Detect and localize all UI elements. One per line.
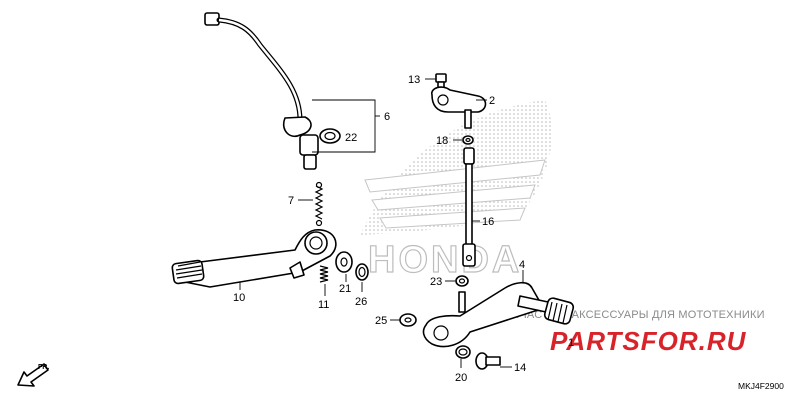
nut-18: 18 bbox=[436, 135, 474, 147]
gearshift-arm-2: 2 bbox=[431, 86, 495, 129]
callout-6: 6 bbox=[384, 111, 390, 123]
callout-2: 2 bbox=[489, 95, 495, 107]
watermark-logo: PARTSFOR.RU bbox=[550, 326, 747, 356]
callout-4: 4 bbox=[519, 259, 525, 271]
watermark: ЗАПЧАСТИ И АКСЕССУАРЫ ДЛЯ МОТОТЕХНИКИ PA… bbox=[497, 309, 764, 356]
clip-22: 22 bbox=[319, 128, 357, 144]
front-direction-label: FR. bbox=[38, 364, 49, 371]
gear-position-switch: 6 bbox=[204, 12, 390, 170]
washer-21: 21 bbox=[335, 251, 353, 295]
snap-ring-26: 26 bbox=[355, 263, 369, 308]
callout-7: 7 bbox=[288, 195, 294, 207]
callout-18: 18 bbox=[436, 135, 448, 147]
rubber-1: 1 bbox=[543, 297, 574, 349]
washer-25: 25 bbox=[375, 313, 417, 327]
callout-14: 14 bbox=[514, 362, 526, 374]
nut-23: 23 bbox=[430, 275, 469, 288]
gearshift-pedal-4: 4 bbox=[422, 259, 549, 348]
callout-23: 23 bbox=[430, 276, 442, 288]
callout-13: 13 bbox=[408, 74, 420, 86]
callout-21: 21 bbox=[339, 283, 351, 295]
shift-rod-16: 16 bbox=[462, 147, 494, 267]
callout-10: 10 bbox=[233, 292, 245, 304]
callout-11: 11 bbox=[318, 299, 329, 311]
callout-16: 16 bbox=[482, 216, 494, 228]
callout-26: 26 bbox=[355, 296, 367, 308]
spring-7: 7 bbox=[288, 181, 324, 227]
snap-ring-20: 20 bbox=[455, 345, 471, 384]
spring-11: 11 bbox=[318, 265, 329, 311]
callout-22: 22 bbox=[345, 132, 357, 144]
callout-25: 25 bbox=[375, 315, 387, 327]
honda-wing-logo: HONDA bbox=[360, 100, 552, 282]
callout-20: 20 bbox=[455, 372, 467, 384]
front-direction-marker: FR. bbox=[17, 363, 49, 387]
brake-pedal-10: 10 bbox=[171, 229, 337, 304]
callout-1: 1 bbox=[568, 337, 574, 349]
honda-word: HONDA bbox=[368, 239, 522, 281]
diagram-code: MKJ4F2900 bbox=[738, 381, 784, 391]
bolt-14: 14 bbox=[475, 352, 526, 374]
